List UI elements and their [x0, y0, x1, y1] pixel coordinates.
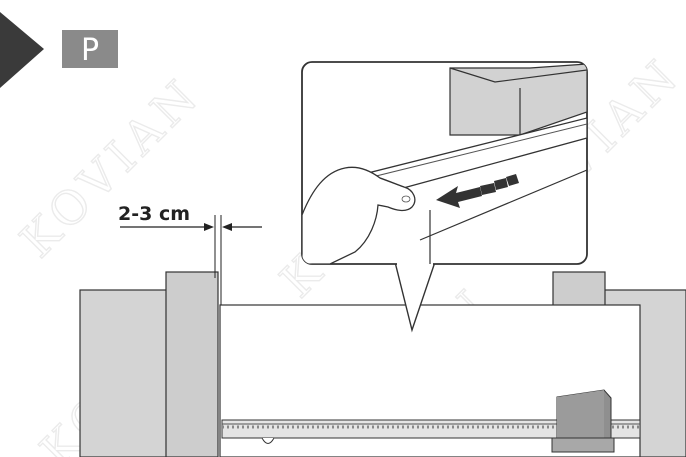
- callout-content: [302, 63, 587, 264]
- left-outer-block: [79, 289, 171, 457]
- dimension-arrowhead-left: [204, 223, 214, 231]
- step-letter: P: [81, 33, 99, 68]
- zoom-callout: [301, 61, 588, 333]
- rail-foot: [261, 437, 275, 444]
- motion-stripe-1: [480, 183, 496, 195]
- callout-tail: [394, 261, 436, 333]
- motion-stripe-2: [494, 178, 508, 190]
- cutter-head-front: [557, 390, 604, 440]
- dimension-arrowhead-right: [222, 223, 232, 231]
- cutter-body: [219, 304, 641, 457]
- step-badge: [62, 30, 118, 68]
- motion-stripe-3: [506, 174, 519, 186]
- step-indicator: P: [0, 12, 118, 88]
- right-top-tab: [552, 271, 606, 307]
- left-arrow-icon: [436, 174, 519, 208]
- callout-block-side: [449, 67, 587, 83]
- callout-lower-edge: [419, 169, 587, 241]
- callout-block: [449, 63, 587, 136]
- dimension-label: 2-3 cm: [118, 203, 190, 225]
- hand-graphic: [302, 166, 416, 264]
- watermark-text-1: KOVIAN: [10, 66, 211, 267]
- left-housing: [79, 271, 219, 457]
- dimension: 2-3 cm: [118, 203, 262, 305]
- cutter-head-base: [551, 437, 615, 453]
- left-end-cap: [165, 271, 219, 457]
- motion-arrow: [436, 186, 482, 208]
- step-pointer-icon: [0, 12, 44, 88]
